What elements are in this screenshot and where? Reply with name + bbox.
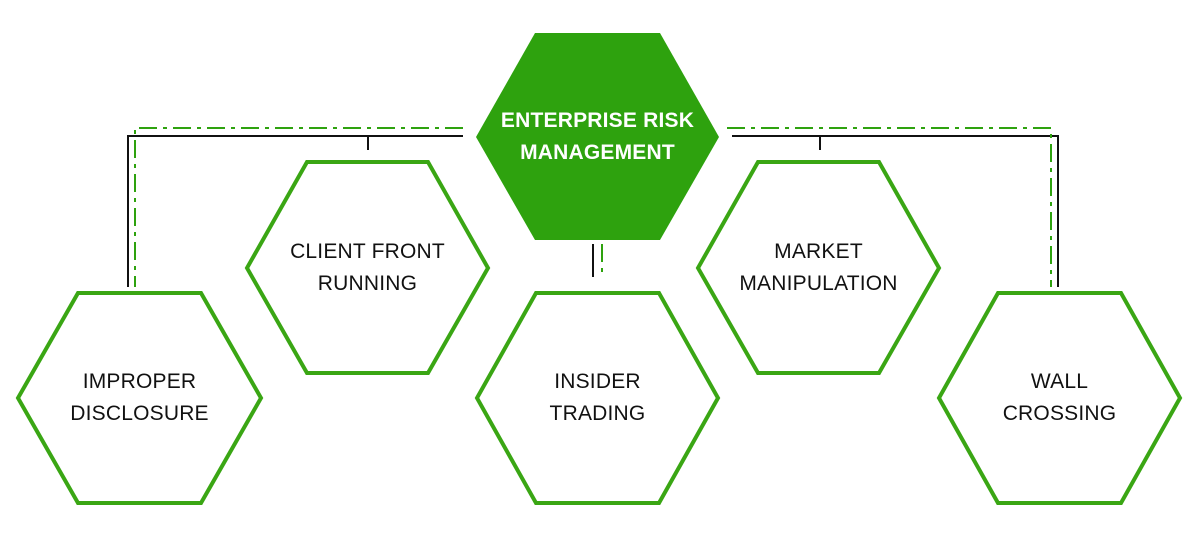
center-label: ENTERPRISE RISK MANAGEMENT (476, 33, 719, 240)
connector-right-solid (732, 135, 1059, 287)
node-client-front-running: CLIENT FRONT RUNNING (247, 162, 488, 373)
node-label-market-manipulation: MARKET MANIPULATION (739, 239, 898, 295)
node-label-wall-crossing: WALL CROSSING (1002, 370, 1117, 425)
connector-dashed-lines (134, 127, 1052, 287)
connector-left-solid (127, 135, 463, 287)
node-label-insider-trading: INSIDER TRADING (549, 370, 646, 425)
hexagon-improper-disclosure (15, 291, 264, 505)
node-label-client-front-running: CLIENT FRONT RUNNING (290, 239, 445, 295)
node-insider-trading: INSIDER TRADING (477, 293, 718, 503)
hexagon-market-manipulation (695, 160, 942, 375)
node-market-manipulation: MARKET MANIPULATION (698, 162, 939, 373)
node-wall-crossing: WALL CROSSING (939, 293, 1180, 503)
node-improper-disclosure: IMPROPER DISCLOSURE (18, 293, 261, 503)
connector-left-dashed (134, 127, 463, 287)
hexagon-client-front-running (244, 160, 491, 375)
connector-lines (127, 135, 1059, 287)
connector-right-dashed (727, 127, 1052, 287)
hexagon-insider-trading (474, 291, 721, 505)
node-hexagons (15, 160, 1183, 505)
center-hexagon (476, 33, 719, 240)
node-label-improper-disclosure: IMPROPER DISCLOSURE (70, 370, 209, 425)
center-title: ENTERPRISE RISK MANAGEMENT (500, 108, 695, 164)
hexagon-wall-crossing (936, 291, 1183, 505)
